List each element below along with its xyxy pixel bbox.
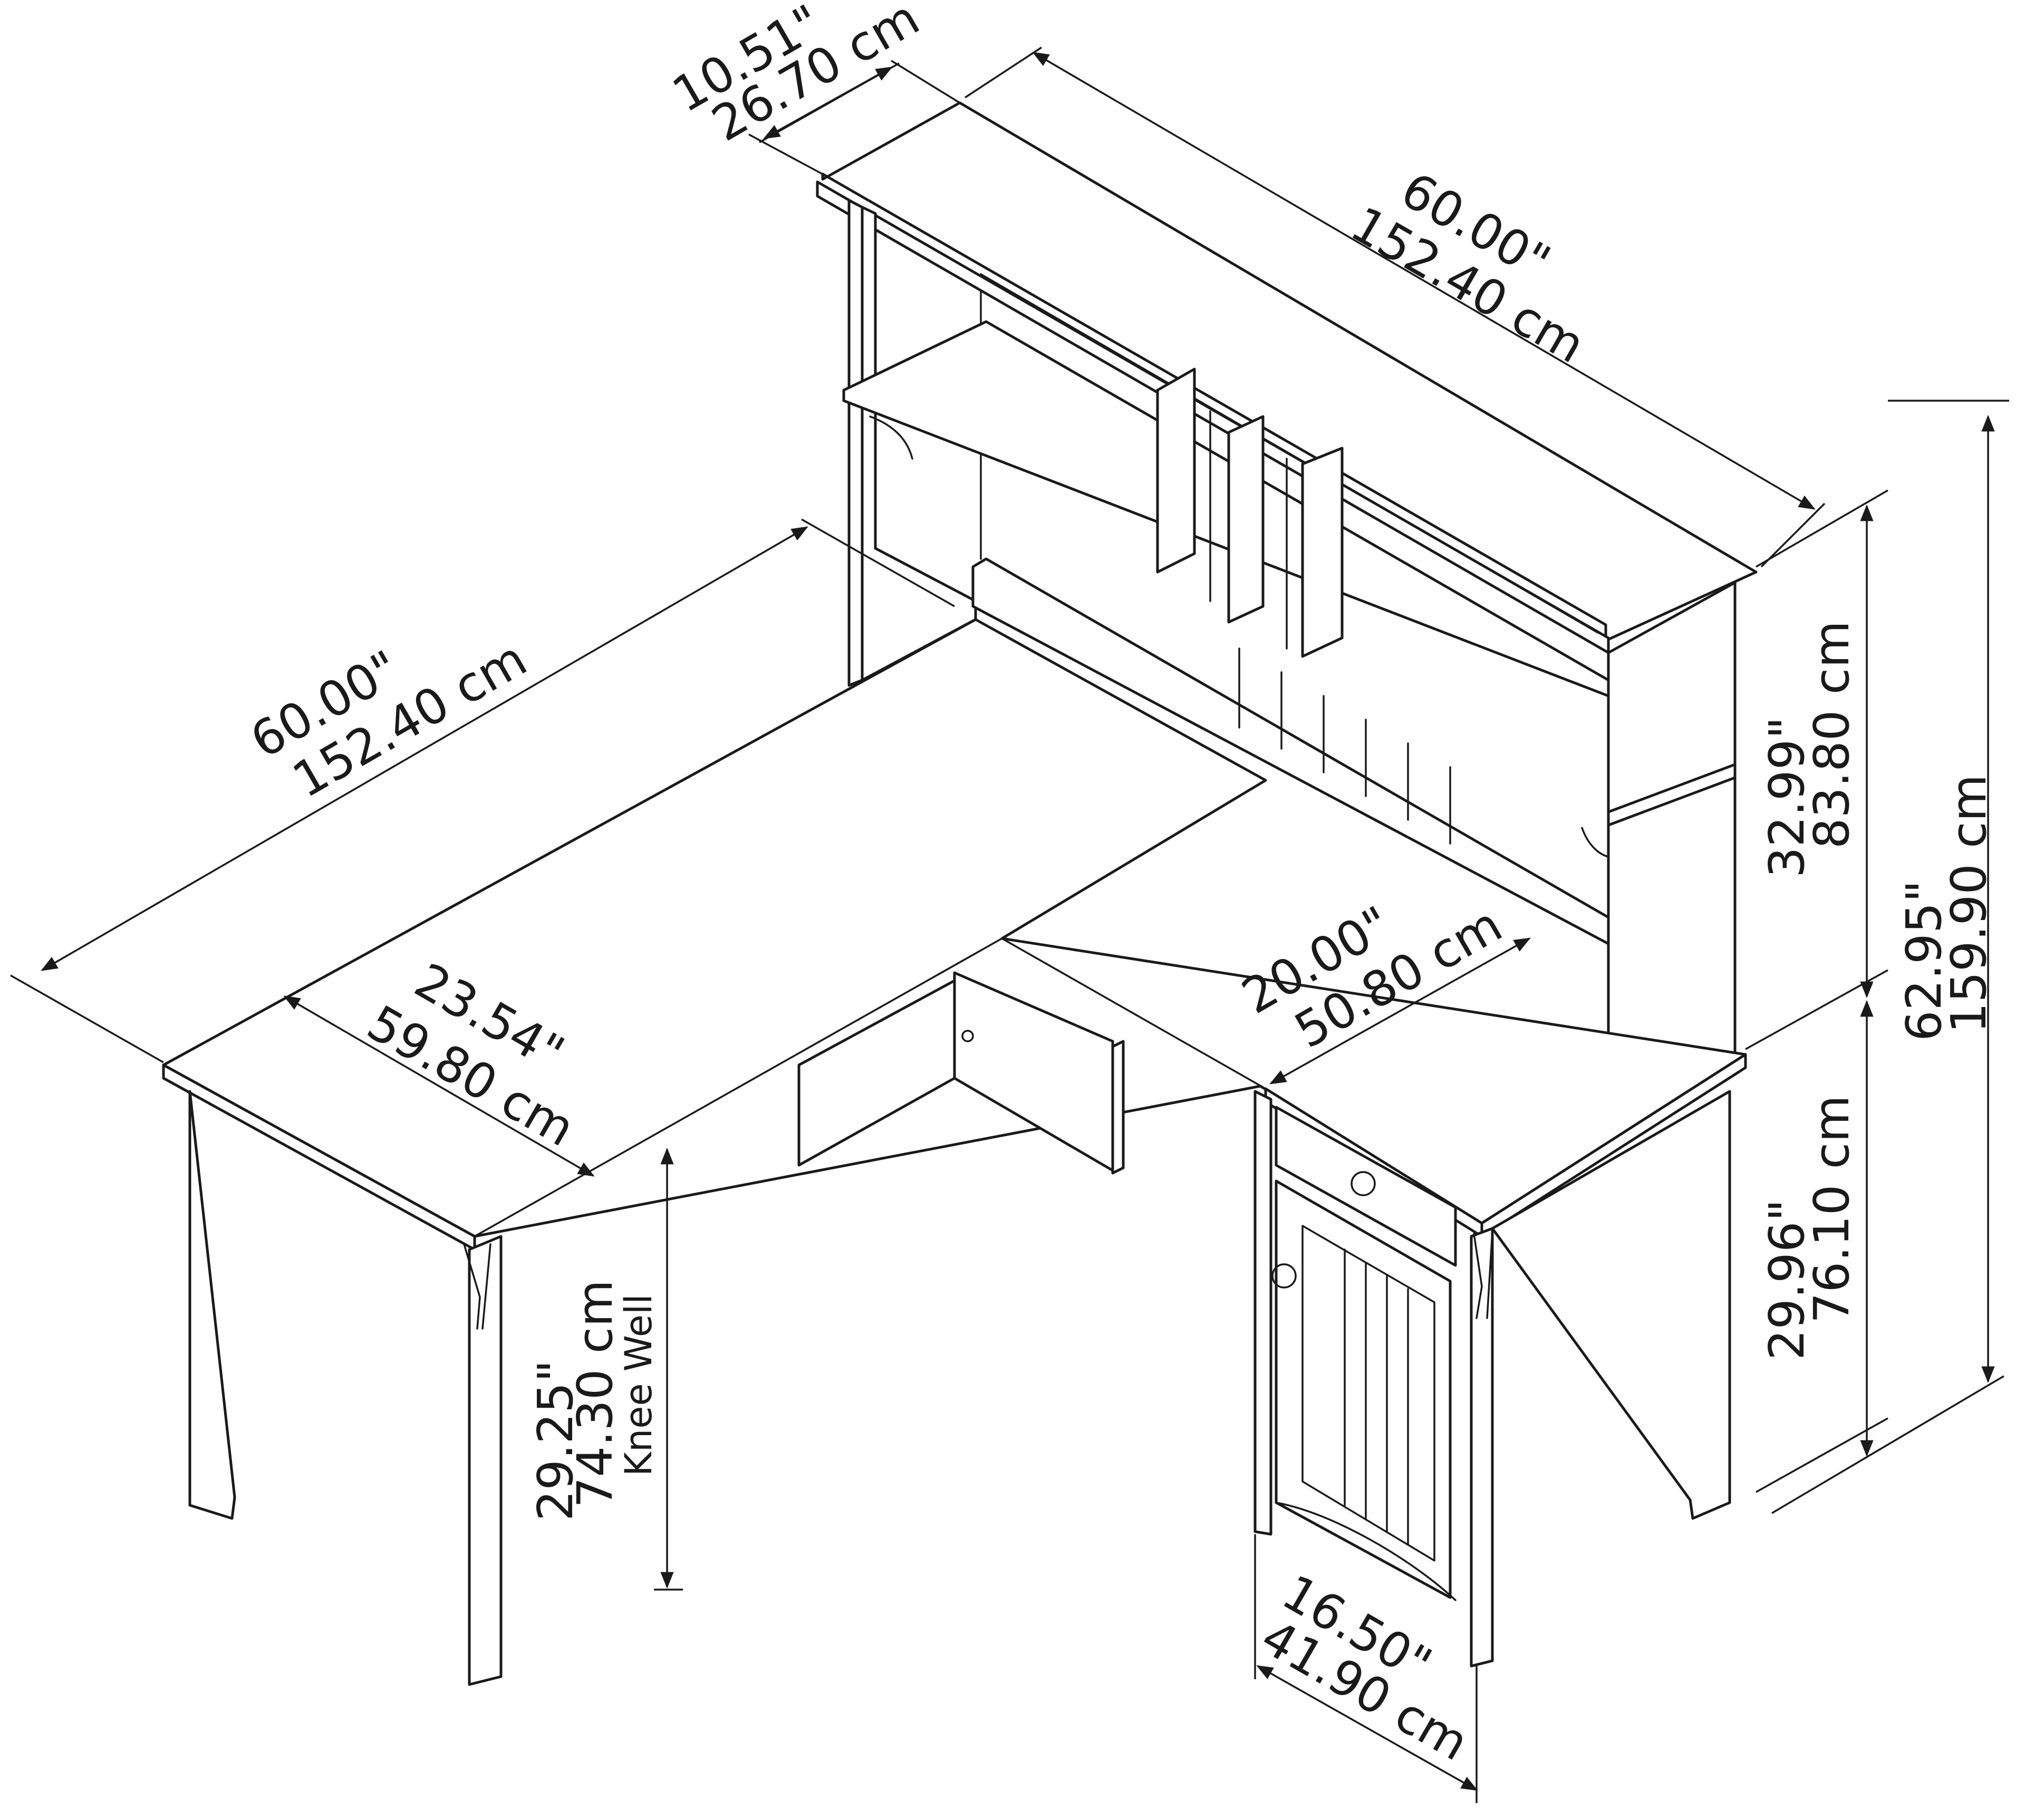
- pedestal: [1253, 1090, 1731, 1668]
- total-height-cm: 159.90 cm: [1941, 775, 1997, 1033]
- drawer-knob: [1351, 1171, 1376, 1196]
- dimension-lines: [10, 46, 2009, 1803]
- corner-support: [797, 971, 1125, 1175]
- hutch-left-panel: [847, 199, 864, 687]
- total-height-in: 62.95": [1896, 880, 1952, 1041]
- door-knob: [1271, 1263, 1297, 1289]
- knee-well-label: Knee Well: [617, 1294, 660, 1476]
- pedestal-door: [1275, 1179, 1452, 1599]
- hutch-height-cm: 83.80 cm: [1804, 621, 1860, 849]
- knee-well-in: 29.25": [527, 1360, 584, 1521]
- desk-height-cm: 76.10 cm: [1804, 1095, 1860, 1323]
- left-leg: [188, 1090, 503, 1686]
- knee-well-cm: 74.30 cm: [567, 1280, 623, 1508]
- pedestal-drawer: [1275, 1106, 1457, 1267]
- desk-height-in: 29.96": [1759, 1199, 1815, 1360]
- hutch-height-in: 32.99": [1759, 717, 1815, 878]
